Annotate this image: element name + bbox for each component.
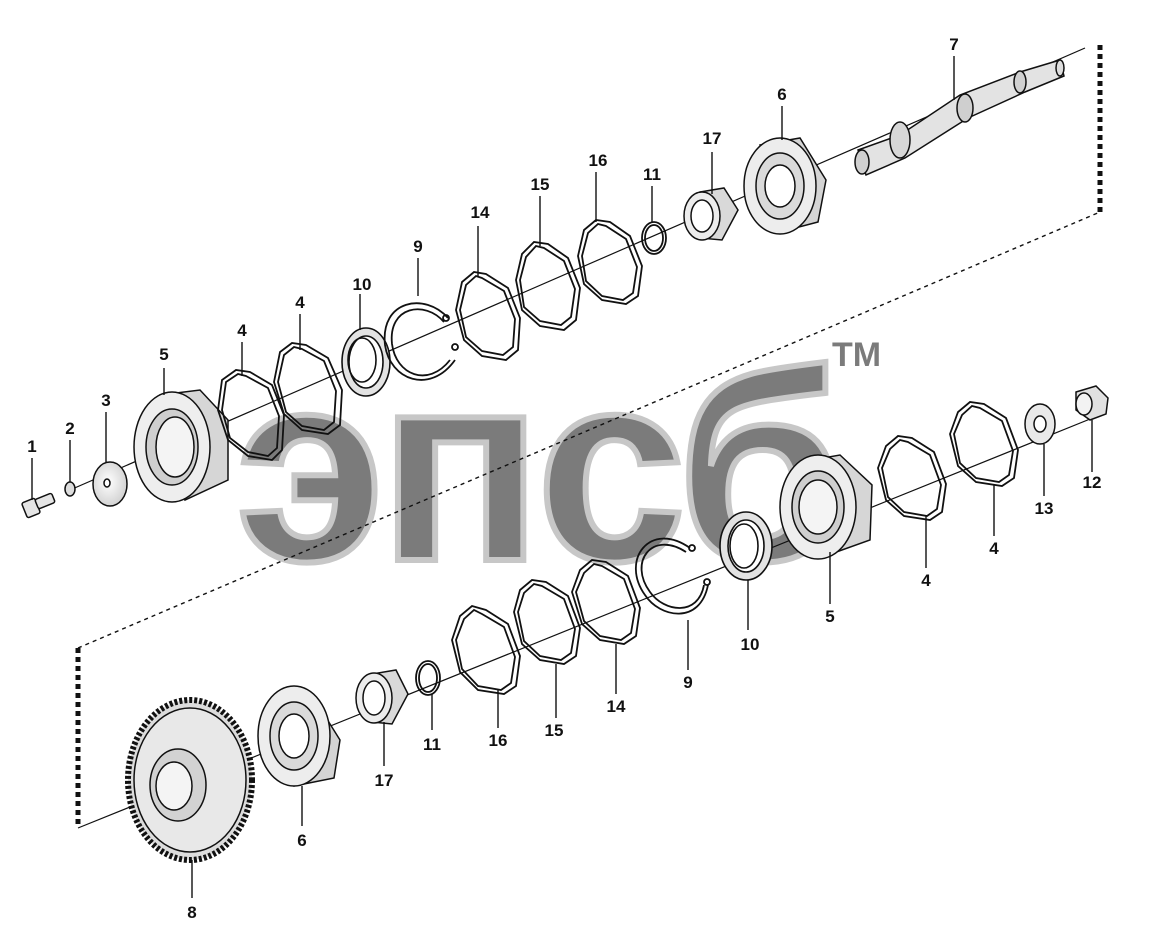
callout-2: 2 xyxy=(65,419,74,438)
part-bolt xyxy=(21,492,56,519)
part-disk-4d-inner xyxy=(953,405,1014,483)
part-small-ring-upper xyxy=(641,221,667,255)
callout-10: 10 xyxy=(741,635,760,654)
watermark-text: эпсб xyxy=(236,317,838,618)
part-disk-15-lower xyxy=(513,579,581,665)
part-disk-14-upper xyxy=(455,271,521,361)
callout-3: 3 xyxy=(101,391,110,410)
callout-15: 15 xyxy=(531,175,550,194)
callout-11: 11 xyxy=(643,165,661,184)
part-disk-4c xyxy=(877,435,947,521)
callout-15: 15 xyxy=(545,721,564,740)
part-seal-lower xyxy=(719,511,773,581)
callout-12: 12 xyxy=(1083,473,1102,492)
callout-16: 16 xyxy=(589,151,608,170)
callout-8: 8 xyxy=(187,903,196,922)
part-disk-15-upper xyxy=(515,241,581,331)
part-gear xyxy=(125,697,255,863)
callout-6: 6 xyxy=(777,85,786,104)
callouts-lower: 8 6 17 11 16 15 14 9 10 5 4 4 13 12 xyxy=(187,473,1101,922)
part-bearing-lower xyxy=(257,685,341,787)
leader-lines xyxy=(31,56,1093,898)
callout-4: 4 xyxy=(921,571,931,590)
part-snap-ring-upper xyxy=(383,302,459,381)
callout-16: 16 xyxy=(489,731,508,750)
callout-14: 14 xyxy=(607,697,626,716)
part-bearing-cone-lower xyxy=(355,669,409,725)
connector-dashed-line xyxy=(75,45,1103,828)
part-disk-washer xyxy=(92,461,128,507)
callout-11: 11 xyxy=(423,735,441,754)
upper-centerline xyxy=(69,47,1086,491)
callout-6: 6 xyxy=(297,831,306,850)
callouts-upper: 1 2 3 5 4 4 10 9 14 15 16 11 17 6 7 xyxy=(27,35,958,456)
part-bearing-cone-upper xyxy=(683,187,739,241)
part-seal-upper xyxy=(341,327,391,397)
callout-17: 17 xyxy=(375,771,394,790)
callout-7: 7 xyxy=(949,35,958,54)
callout-17: 17 xyxy=(703,129,722,148)
callout-5: 5 xyxy=(159,345,168,364)
callout-9: 9 xyxy=(413,237,422,256)
callout-9: 9 xyxy=(683,673,692,692)
callout-4: 4 xyxy=(989,539,999,558)
part-washer-13 xyxy=(1024,403,1056,445)
part-disk-16-lower xyxy=(451,605,521,695)
part-shaft xyxy=(854,59,1065,177)
part-disk-14-lower xyxy=(571,559,641,645)
part-disk-4d xyxy=(949,401,1019,487)
part-nut-12 xyxy=(1075,385,1109,421)
watermark-logo: эпсб TM xyxy=(233,314,881,621)
part-snap-ring-lower xyxy=(634,537,711,615)
part-piston-upper xyxy=(133,389,229,503)
callout-10: 10 xyxy=(353,275,372,294)
watermark-trademark: TM xyxy=(832,336,881,374)
part-small-ring-lower xyxy=(415,660,441,696)
part-small-washer xyxy=(64,481,76,497)
part-disk-4a xyxy=(217,369,285,461)
callout-5: 5 xyxy=(825,607,834,626)
callout-13: 13 xyxy=(1035,499,1054,518)
part-piston-lower xyxy=(779,454,873,560)
callout-1: 1 xyxy=(27,437,36,456)
callout-14: 14 xyxy=(471,203,490,222)
callout-4: 4 xyxy=(295,293,305,312)
callout-4: 4 xyxy=(237,321,247,340)
part-disk-4b xyxy=(273,342,343,435)
part-bearing-upper xyxy=(743,137,827,235)
part-disk-16-upper xyxy=(577,219,643,305)
